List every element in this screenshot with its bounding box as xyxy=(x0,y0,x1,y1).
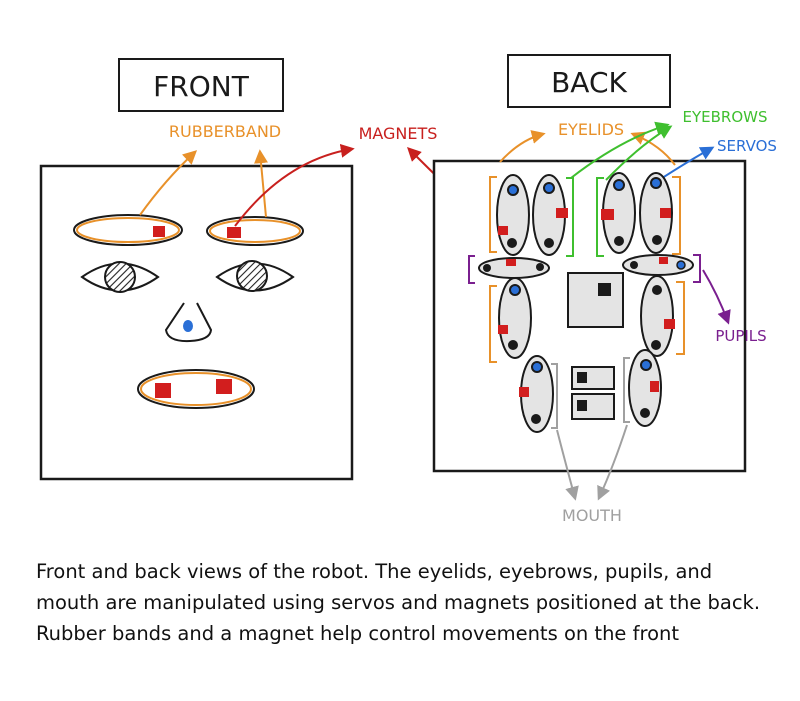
left-pupil xyxy=(104,261,136,293)
battery-top xyxy=(571,366,615,390)
left-eyebrow xyxy=(73,214,183,246)
mouth-rubberband xyxy=(140,372,252,406)
servo-pupil-right xyxy=(622,254,694,276)
servo-eyebrow-top-left xyxy=(532,174,568,256)
right-eyebrow-magnet xyxy=(227,227,241,238)
right-eyebrow xyxy=(206,216,304,246)
eyelid-bracket-bottom-right xyxy=(676,281,685,355)
pupil-bracket-right xyxy=(693,254,701,283)
pupils-arrow xyxy=(702,269,731,325)
back-title: BACK xyxy=(551,66,627,99)
mouth-right-magnet xyxy=(216,379,232,394)
right-eye xyxy=(215,260,295,292)
eyebrow-bracket-right xyxy=(596,177,604,257)
mouth-arrow-right xyxy=(597,424,628,501)
figure-caption: Front and back views of the robot. The e… xyxy=(36,560,761,645)
magnets-label: MAGNETS xyxy=(359,124,438,143)
servo-eyelid-bottom-right xyxy=(640,275,675,357)
mouth-bracket-left xyxy=(551,363,558,429)
mouth-left-magnet xyxy=(155,383,171,398)
left-eye xyxy=(80,261,160,293)
eyebrow-bracket-left xyxy=(566,177,574,257)
robot-face-diagram: FRONT BACK RUBBERBAND MAGNETS EYELIDS EY… xyxy=(39,54,777,525)
servo-eyelid-top-right xyxy=(639,172,673,254)
eyelid-bracket-top-left xyxy=(489,176,497,253)
eyelids-arrow-left xyxy=(499,130,546,163)
front-title: FRONT xyxy=(153,70,250,103)
mouth-bracket-right xyxy=(623,357,630,423)
servo-pupil-left xyxy=(478,257,550,279)
mouth-arrow-left xyxy=(556,429,579,501)
servo-eyelid-top-left xyxy=(496,174,530,256)
eyelid-bracket-top-right xyxy=(672,176,681,255)
nose-magnet xyxy=(183,320,193,332)
mouth-label: MOUTH xyxy=(562,506,622,525)
rubberband-arrow-left xyxy=(139,150,198,216)
right-rubberband xyxy=(209,219,301,243)
right-pupil xyxy=(236,260,268,292)
left-rubberband xyxy=(76,217,180,243)
magnets-arrow-front xyxy=(234,143,355,227)
left-eyebrow-magnet xyxy=(153,226,165,237)
rubberband-label: RUBBERBAND xyxy=(169,122,281,141)
control-board xyxy=(567,272,624,328)
front-title-box: FRONT xyxy=(118,58,284,112)
back-title-box: BACK xyxy=(507,54,671,108)
servo-eyelid-bottom-left xyxy=(498,277,532,359)
eyebrows-label: EYEBROWS xyxy=(683,108,768,126)
servo-mouth-right xyxy=(628,349,662,427)
servo-eyebrow-top-right xyxy=(601,172,636,254)
eyelid-bracket-bottom-left xyxy=(489,285,497,363)
rubberband-arrow-right xyxy=(254,149,268,218)
servo-mouth-left xyxy=(519,355,554,433)
servos-label: SERVOS xyxy=(717,137,777,155)
eyebrows-arrow-right xyxy=(605,125,673,181)
eyelids-label: EYELIDS xyxy=(558,120,624,139)
pupils-label: PUPILS xyxy=(715,327,766,345)
battery-bottom xyxy=(571,393,615,420)
pupil-bracket-left xyxy=(468,255,475,284)
